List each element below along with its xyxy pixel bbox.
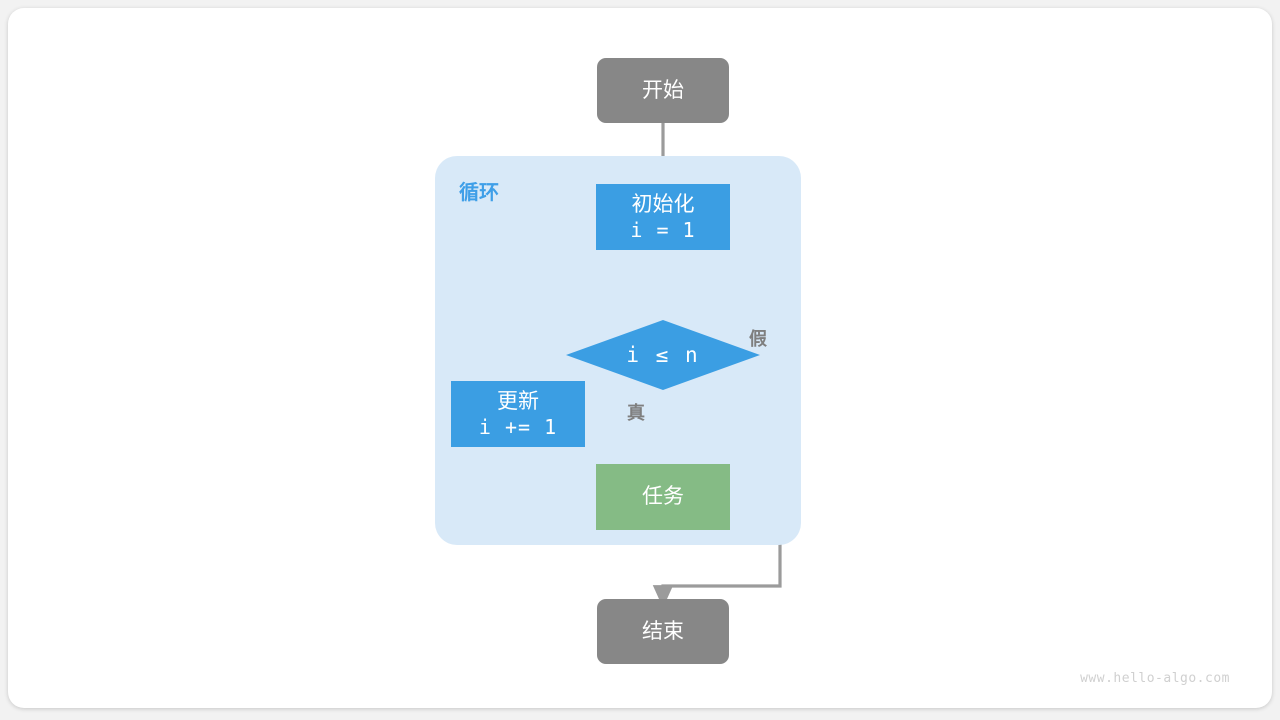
- node-init-line2: i = 1: [630, 218, 696, 243]
- node-task[interactable]: 任务: [596, 464, 730, 530]
- node-update-line2: i += 1: [478, 415, 558, 440]
- node-task-label: 任务: [642, 485, 684, 509]
- node-update-line1: 更新: [497, 389, 539, 413]
- node-start[interactable]: 开始: [597, 58, 729, 123]
- watermark: www.hello-algo.com: [1080, 671, 1230, 686]
- node-decision-label: i ≤ n: [626, 343, 700, 367]
- branch-label-true: 真: [627, 403, 645, 423]
- loop-container-label: 循环: [459, 182, 499, 204]
- node-start-label: 开始: [642, 78, 684, 102]
- node-init-line1: 初始化: [631, 192, 695, 216]
- diagram-card: 循环 开始 初始化 i = 1 i ≤ n 真 假 更新 i += 1 任务 结: [8, 8, 1272, 708]
- node-init[interactable]: 初始化 i = 1: [596, 184, 730, 250]
- branch-label-false: 假: [749, 329, 767, 349]
- node-end-label: 结束: [642, 619, 684, 643]
- node-update[interactable]: 更新 i += 1: [451, 381, 585, 447]
- node-decision[interactable]: i ≤ n: [566, 320, 760, 390]
- node-end[interactable]: 结束: [597, 599, 729, 664]
